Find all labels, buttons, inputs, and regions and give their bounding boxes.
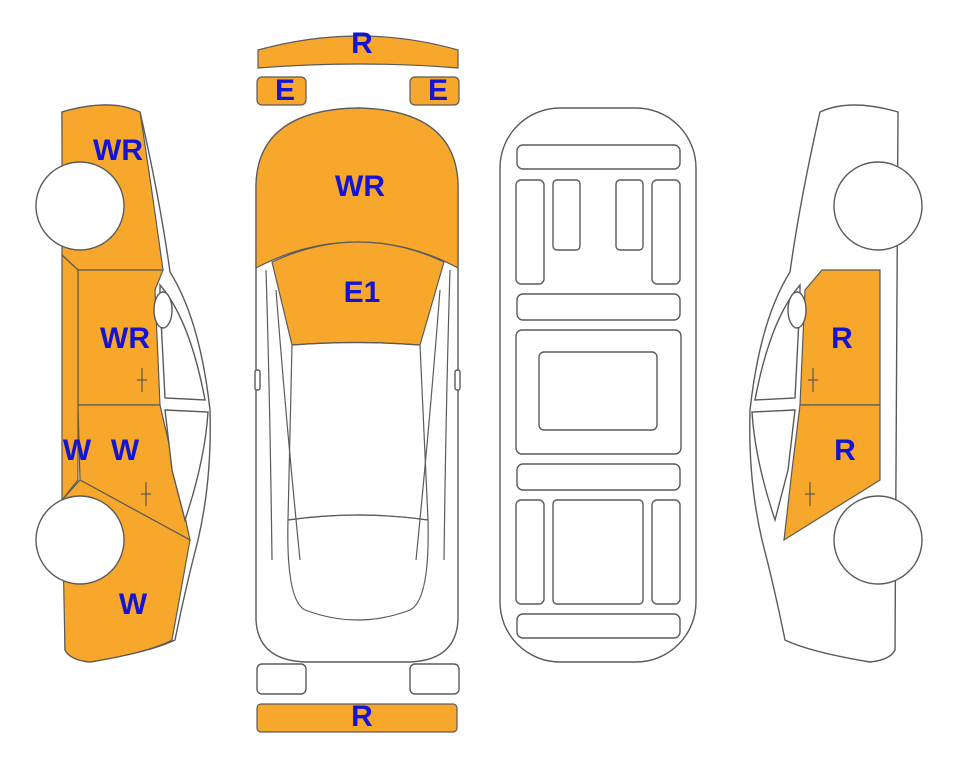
interior-center-panel [538,351,658,431]
interior-lower-strip [516,463,681,491]
interior-view [499,107,697,663]
interior-front-strip [516,144,681,170]
label-left-sill: W [63,434,92,467]
left-front-door-handle-icon [137,368,147,392]
interior-left-rear-block [515,499,545,605]
right-side-view: R R [749,104,923,663]
right-a-pillar-line [443,269,451,561]
right-front-door-handle-icon [808,368,818,392]
right-front-door-panel[interactable] [799,269,881,406]
label-hood: WR [335,170,385,203]
label-left-front-door: WR [100,322,150,355]
interior-right-rear-block [651,499,681,605]
label-left-rear-door: W [111,434,140,467]
right-rear-door-handle-icon [805,482,815,506]
left-side-view: WR WR W W W [35,104,211,663]
interior-rear-strip [516,613,681,639]
label-right-rear-door: R [834,434,856,467]
right-rear-window [751,409,796,523]
left-sill-panel[interactable] [61,253,79,502]
left-rear-wheel [35,495,125,585]
left-top-mirror [254,369,261,391]
right-rear-door-panel[interactable] [783,404,881,542]
label-rear-right-light: E [428,74,448,107]
label-right-front-door: R [831,322,853,355]
interior-mid-strip [516,293,681,321]
rear-right-light-panel[interactable] [409,76,460,106]
front-left-light [256,663,307,695]
rear-window-outline [287,514,429,621]
right-rear-wheel [833,495,923,585]
left-door-line [275,289,301,561]
interior-seat-right [615,179,644,251]
interior-left-front-block [515,179,545,285]
label-bumper-bottom: R [351,700,373,733]
interior-right-front-block [651,179,681,285]
label-rear-bumper-top: R [351,27,373,60]
front-right-light [409,663,460,695]
right-top-mirror [454,369,461,391]
left-a-pillar-line [265,269,273,561]
left-mirror [153,291,173,329]
right-door-line [415,289,441,561]
label-rear-left-light: E [275,74,295,107]
top-view: R E E WR E1 R [254,27,461,733]
rear-bumper-top-panel[interactable] [257,35,459,69]
left-front-wheel [35,161,125,251]
left-rear-window [164,409,209,523]
right-front-wheel [833,161,923,251]
front-bumper-panel[interactable] [256,703,458,733]
label-windshield: E1 [344,276,381,309]
right-mirror [787,291,807,329]
interior-rear-center [552,499,644,605]
left-rear-door-handle-icon [141,482,151,506]
rear-left-light-panel[interactable] [256,76,307,106]
interior-seat-left [552,179,581,251]
label-left-rear-quarter: W [119,588,148,621]
label-left-front-fender: WR [93,134,143,167]
